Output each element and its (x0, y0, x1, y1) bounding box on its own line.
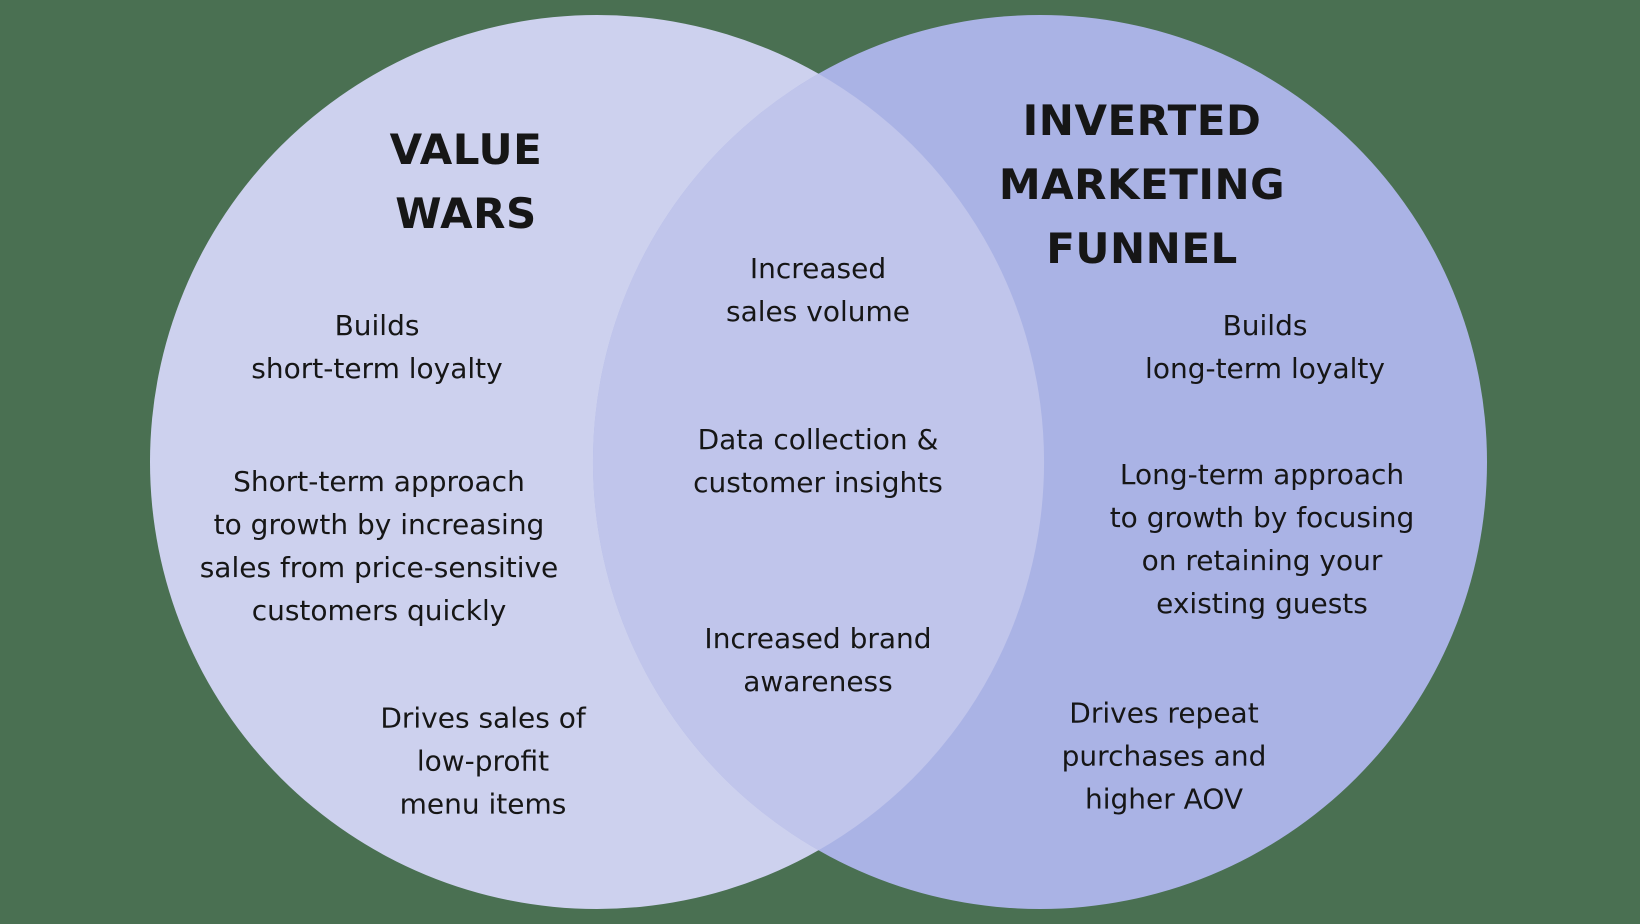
funnel-item-repeat-purchases: Drives repeat purchases and higher AOV (1061, 696, 1267, 816)
funnel-item-long-term-loyalty: Builds long-term loyalty (1145, 309, 1385, 385)
inverted-marketing-funnel-title: INVERTED MARKETING FUNNEL (998, 96, 1286, 273)
overlap-lens-shape (592, 73, 1045, 851)
overlap-item-brand-awareness: Increased brand awareness (704, 622, 932, 698)
value-wars-title: VALUE WARS (389, 125, 543, 238)
value-wars-item-short-term-loyalty: Builds short-term loyalty (251, 309, 503, 385)
value-wars-item-low-profit-items: Drives sales of low-profit menu items (380, 701, 586, 821)
overlap-item-data-collection: Data collection & customer insights (693, 423, 943, 499)
funnel-item-long-term-approach: Long-term approach to growth by focusing… (1109, 458, 1415, 620)
overlap-item-sales-volume: Increased sales volume (726, 252, 910, 328)
value-wars-item-short-term-approach: Short-term approach to growth by increas… (199, 465, 559, 627)
